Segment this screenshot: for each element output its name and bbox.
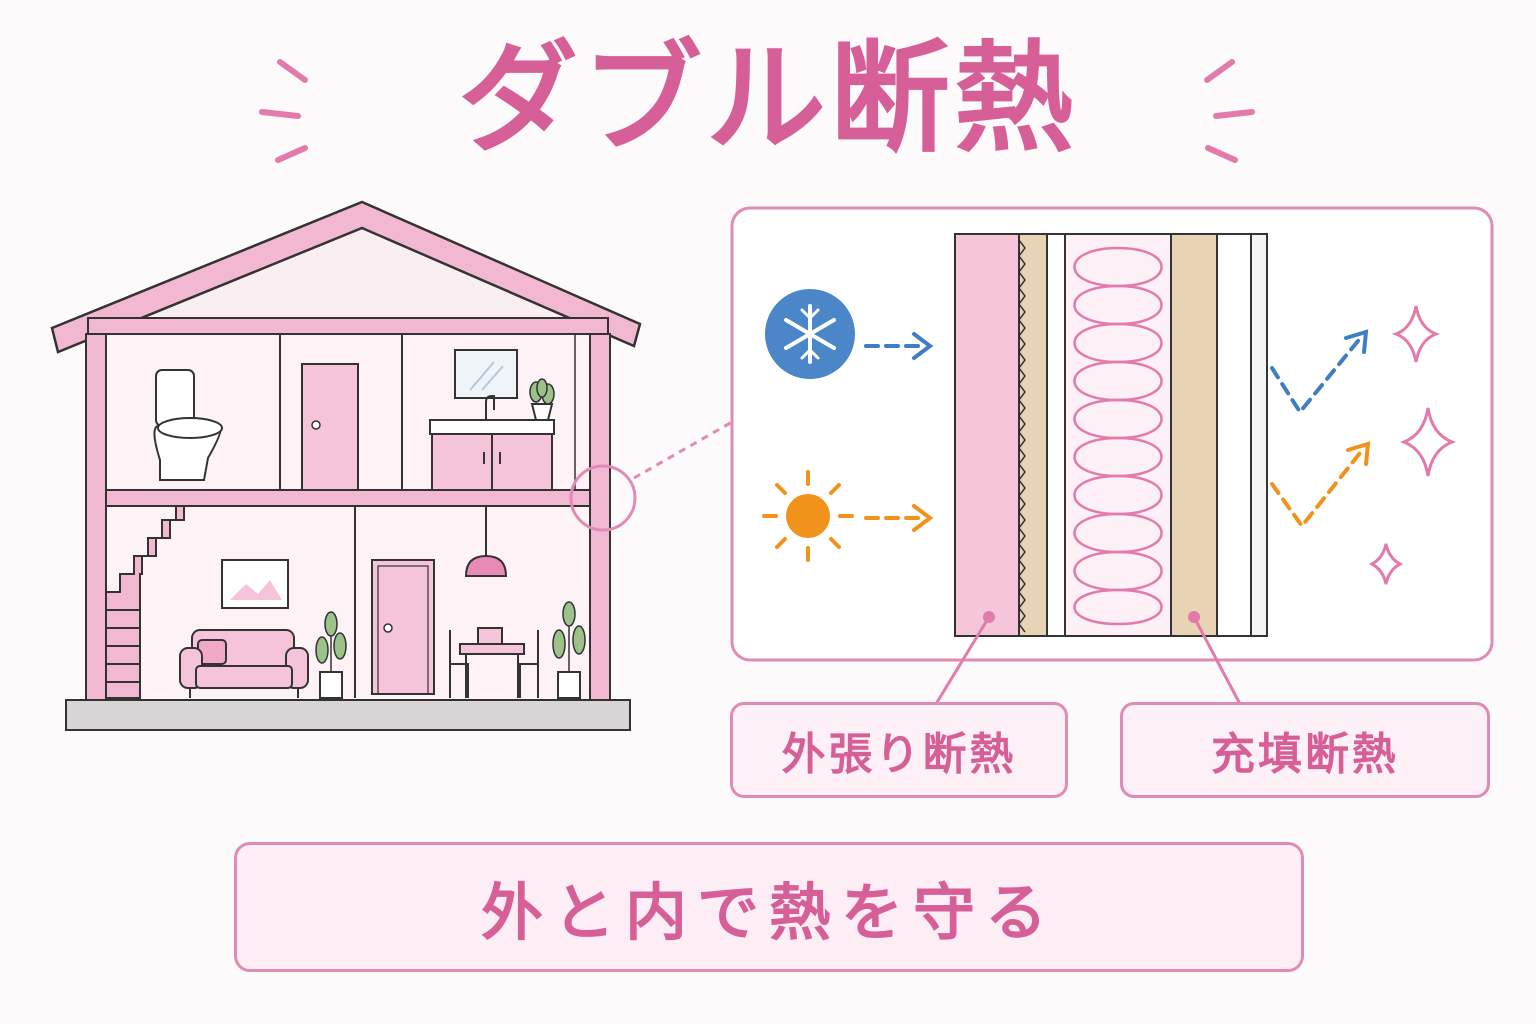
lamp-icon xyxy=(464,506,508,577)
title-burst-right xyxy=(1204,59,1255,163)
wall-section-panel xyxy=(730,206,1494,705)
sparkle-icon xyxy=(1368,305,1457,585)
plant-icon xyxy=(552,601,586,699)
snowflake-icon xyxy=(765,289,855,379)
outer-insulation-label: 外張り断熱 xyxy=(730,702,1068,798)
plant-icon xyxy=(529,378,555,421)
cold-deflect-arrow xyxy=(1270,329,1369,416)
heat-arrow xyxy=(864,504,934,532)
zoom-circle xyxy=(569,464,637,532)
toilet-icon xyxy=(153,369,223,481)
table-icon xyxy=(449,627,539,698)
mirror-icon xyxy=(454,349,518,399)
sofa-icon xyxy=(179,629,309,698)
door-icon xyxy=(371,559,435,695)
title-burst-left xyxy=(259,59,308,163)
sun-icon xyxy=(762,470,854,562)
zoom-connector xyxy=(633,420,733,480)
sink-icon xyxy=(429,395,555,491)
door-icon xyxy=(301,363,359,491)
outer-insulation-layer xyxy=(954,233,1020,637)
stairs-icon xyxy=(105,505,185,699)
tagline-text: 外と内で熱を守る xyxy=(480,876,1057,949)
picture-frame-icon xyxy=(221,559,289,609)
fill-insulation-layer xyxy=(1064,233,1172,637)
plant-icon xyxy=(315,611,347,699)
house-illustration xyxy=(50,200,642,731)
page-title: ダブル断熱 xyxy=(458,30,1078,169)
cold-arrow xyxy=(864,332,934,360)
heat-deflect-arrow xyxy=(1270,441,1371,530)
tagline-banner: 外と内で熱を守る xyxy=(234,842,1304,972)
fill-insulation-label: 充填断熱 xyxy=(1120,702,1490,798)
